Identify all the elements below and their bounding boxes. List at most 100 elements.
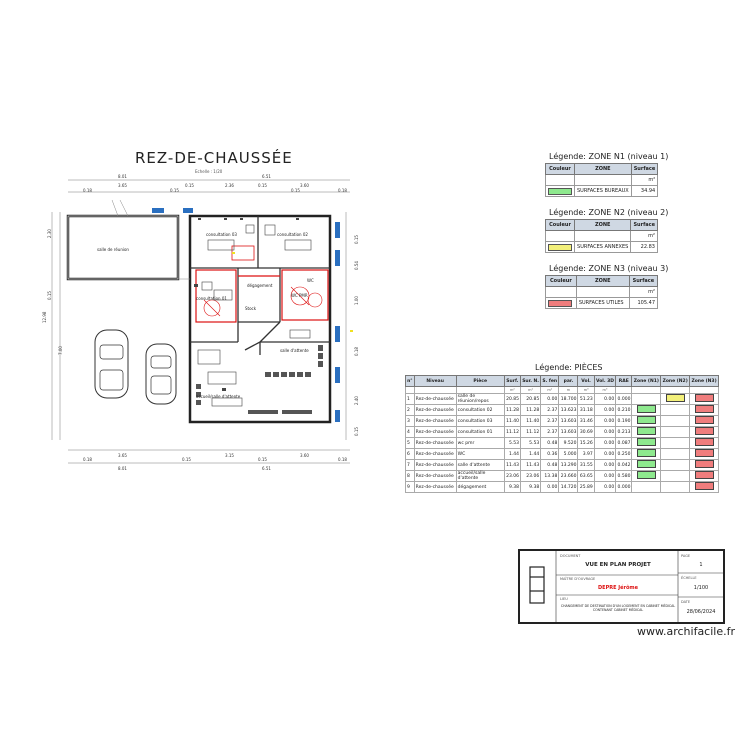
pieces-cell-niveau: Rez-de-chaussée (413, 459, 457, 471)
title-author-label: MAÎTRE D'OUVRAGE (560, 577, 596, 581)
pieces-unit-4: m² (519, 386, 542, 394)
pieces-cell-niveau: Rez-de-chaussée (413, 448, 457, 460)
title-block-grid (529, 551, 723, 622)
zone-swatch (694, 416, 714, 424)
pieces-header-8: Vol. 3D (593, 375, 617, 387)
pieces-cell-sfen: 13.38 (540, 470, 560, 482)
pieces-cell-surf: 11.28 (503, 404, 521, 416)
legend-n1-swatch (548, 187, 572, 195)
zone-swatch (694, 427, 714, 435)
pieces-cell-surf: 1.44 (503, 448, 521, 460)
plan-scale-note: Echelle : 1/20 (195, 169, 223, 174)
legend-n2-table: Couleur ZONE Surface m² SURFACES ANNEXES… (544, 219, 658, 253)
pieces-cell-n: 4 (405, 426, 415, 438)
pieces-cell-niveau: Rez-de-chaussée (413, 404, 457, 416)
dim-top-8: 3.60 (300, 183, 309, 188)
legend-n1-table: Couleur ZONE Surface m² SURFACES BUREAUX… (545, 163, 659, 197)
legend-n3-header-surface: Surface (628, 275, 659, 287)
pieces-cell-sfen: 2.37 (540, 426, 560, 438)
legend-n3-surface: 105.47 (628, 297, 659, 309)
watermark-link[interactable]: www.archifacile.fr (637, 625, 736, 638)
pieces-cell-vol3d: 0.00 (593, 448, 617, 460)
pieces-cell-vol: 51.23 (577, 393, 595, 405)
pieces-header-9: RAE (615, 375, 633, 387)
pieces-cell-z1 (631, 415, 662, 427)
pieces-unit-10 (631, 386, 662, 394)
pieces-header-12: Zone (N3) (689, 375, 719, 387)
pieces-cell-z3 (689, 470, 719, 482)
dim-bottom-outer-2: 6.51 (262, 466, 271, 471)
zone-swatch (636, 449, 656, 457)
legend-n2-header-couleur: Couleur (544, 219, 576, 231)
pieces-cell-z3 (689, 404, 719, 416)
room-accueil: accueil/salle d'attente (196, 394, 241, 399)
zone-swatch (636, 416, 656, 424)
pieces-header-2: Pièce (455, 375, 505, 387)
pieces-cell-surf: 11.40 (503, 415, 521, 427)
pieces-header-1: Niveau (413, 375, 457, 387)
pieces-unit-8: m³ (593, 386, 617, 394)
pieces-cell-sfen: 0.00 (540, 393, 560, 405)
legend-n2-swatch (548, 243, 572, 251)
zone-swatch (694, 394, 714, 402)
pieces-unit-2 (455, 386, 505, 394)
pieces-cell-z3 (689, 459, 719, 471)
pieces-cell-par: 23.660 (558, 470, 579, 482)
pieces-cell-sfen: 0.48 (540, 437, 560, 449)
pieces-cell-surf: 9.38 (503, 481, 521, 493)
legend-n1-header-surface: Surface (630, 163, 659, 175)
legend-n2-surface: 22.83 (630, 241, 658, 253)
pieces-cell-surn: 11.28 (519, 404, 542, 416)
pieces-cell-z1 (631, 481, 662, 493)
pieces-unit-7: m³ (577, 386, 595, 394)
pieces-cell-vol: 31.18 (577, 404, 595, 416)
zone-swatch (694, 449, 714, 457)
pieces-cell-z2 (660, 415, 691, 427)
legend-n3-title: Légende: ZONE N3 (niveau 3) (549, 264, 669, 273)
dim-bottom-7: 0.18 (338, 457, 347, 462)
dim-top-2: 3.65 (118, 183, 127, 188)
legend-n3-unit: m² (628, 286, 659, 298)
pieces-cell-rae: 0.190 (615, 415, 633, 427)
title-page-label: PAGE (681, 554, 691, 558)
dim-top-6: 0.15 (258, 183, 267, 188)
pieces-cell-n: 2 (405, 404, 415, 416)
pieces-header-4: Sur. N. (519, 375, 542, 387)
pieces-header-3: Surf. (503, 375, 521, 387)
pieces-cell-rae: 0.250 (615, 448, 633, 460)
pieces-cell-par: 14.720 (558, 481, 579, 493)
pieces-cell-vol3d: 0.00 (593, 393, 617, 405)
title-address-label: LIEU (560, 597, 568, 601)
title-author-value: DEPRE Jérôme (598, 585, 638, 591)
pieces-cell-n: 5 (405, 437, 415, 449)
pieces-header-10: Zone (N1) (631, 375, 662, 387)
pieces-cell-vol: 15.26 (577, 437, 595, 449)
pieces-cell-surf: 11.12 (503, 426, 521, 438)
legend-n2-header-zone: ZONE (574, 219, 632, 231)
pieces-cell-z2 (660, 448, 691, 460)
zone-swatch (665, 394, 685, 402)
zone-swatch (694, 405, 714, 413)
pieces-unit-9 (615, 386, 633, 394)
room-salle-reunion: salle de réunion (97, 247, 129, 252)
pieces-header-6: par. (558, 375, 579, 387)
pieces-header-5: S. fen (540, 375, 560, 387)
pieces-cell-z3 (689, 448, 719, 460)
pieces-cell-z1 (631, 470, 662, 482)
zone-swatch (694, 471, 714, 479)
dim-bottom-1: 0.18 (83, 457, 92, 462)
logo-icon (529, 566, 545, 604)
pieces-cell-z3 (689, 426, 719, 438)
pieces-cell-surn: 11.43 (519, 459, 542, 471)
pieces-cell-surn: 23.06 (519, 470, 542, 482)
pieces-cell-par: 13.290 (558, 459, 579, 471)
room-consultation-03: consultation 03 (206, 232, 237, 237)
pieces-cell-vol: 30.69 (577, 426, 595, 438)
